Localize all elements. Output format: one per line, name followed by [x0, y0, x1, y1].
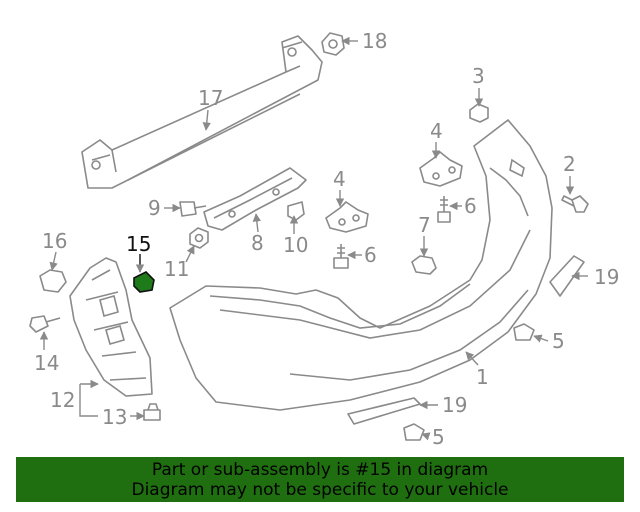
parts-diagram: 18 17 3 4 2 4 6 9 7 16 15 8 10 6 11 19 5… [29, 29, 619, 449]
label-13: 13 [102, 405, 127, 429]
label-8: 8 [251, 231, 264, 255]
part-15-highlighted [133, 271, 155, 293]
bolt-6-left [333, 244, 349, 269]
label-5-bottom: 5 [432, 425, 445, 449]
bracket-4-top [419, 151, 463, 187]
reflector-19-bottom [347, 397, 421, 425]
side-bracket-12 [69, 257, 153, 397]
bolt-2 [561, 195, 589, 213]
label-14: 14 [34, 351, 59, 375]
label-9: 9 [148, 196, 161, 220]
nut-18 [321, 32, 345, 56]
bolt-14 [29, 315, 61, 333]
label-4-top: 4 [430, 119, 443, 143]
label-11: 11 [164, 257, 189, 281]
label-3: 3 [472, 64, 485, 88]
label-2: 2 [563, 152, 576, 176]
clip-10 [287, 201, 305, 221]
bolt-6-right [437, 196, 451, 223]
clip-13 [143, 403, 161, 421]
label-5-right: 5 [552, 329, 565, 353]
nut-11 [189, 227, 209, 249]
banner-line-disclaimer: Diagram may not be specific to your vehi… [131, 480, 509, 500]
label-10: 10 [283, 233, 308, 257]
bolt-9 [179, 201, 207, 217]
clip-5-right [513, 323, 535, 341]
reflector-19-right [549, 255, 585, 297]
label-6-left: 6 [364, 243, 377, 267]
label-12: 12 [50, 388, 75, 412]
label-19-right: 19 [594, 265, 619, 289]
label-16: 16 [42, 229, 67, 253]
clip-16 [39, 269, 67, 293]
label-17: 17 [198, 86, 223, 110]
bumper-cover [169, 119, 553, 411]
clip-5-bottom [403, 423, 425, 441]
side-bracket-8 [203, 167, 307, 231]
label-19-bottom: 19 [442, 393, 467, 417]
leader-lines [39, 36, 588, 441]
label-15: 15 [126, 232, 151, 256]
label-18: 18 [362, 29, 387, 53]
clip-3 [469, 103, 489, 123]
banner-line-part: Part or sub-assembly is #15 in diagram [151, 460, 489, 480]
label-4-mid: 4 [333, 167, 346, 191]
label-6-right: 6 [464, 194, 477, 218]
reinforcement-beam [81, 35, 323, 189]
label-1: 1 [476, 365, 489, 389]
label-7: 7 [418, 213, 431, 237]
clip-7 [411, 255, 437, 275]
info-banner: Part or sub-assembly is #15 in diagram D… [16, 457, 624, 502]
bracket-4-mid [325, 201, 369, 233]
